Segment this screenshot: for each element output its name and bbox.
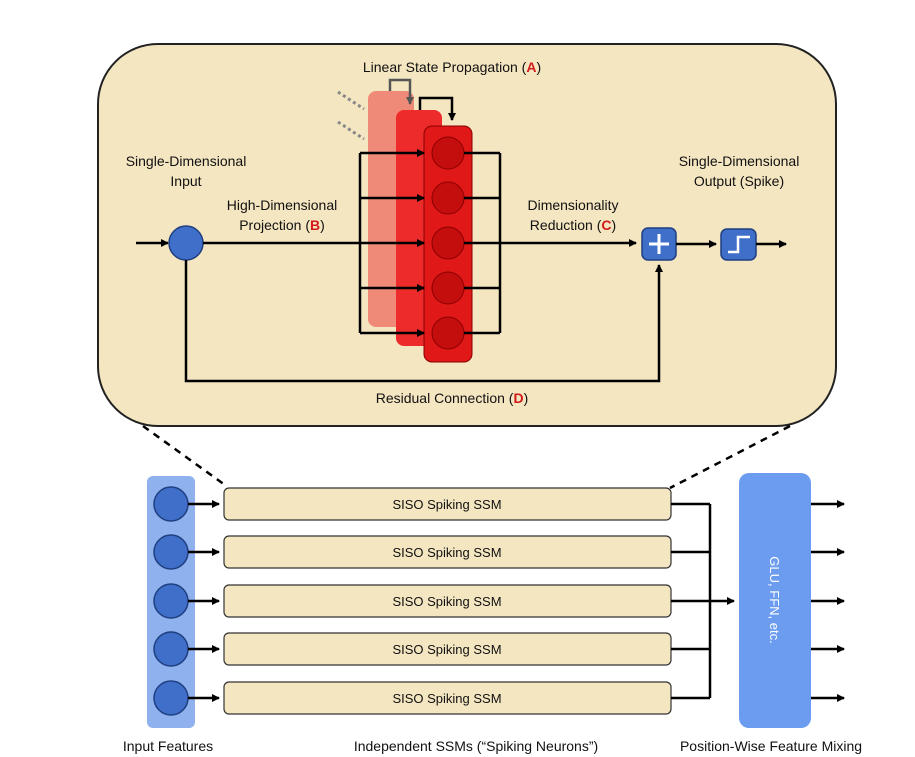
step-function-icon (728, 235, 750, 254)
label-input-line1: Single-Dimensional (126, 153, 247, 169)
state-neuron (431, 136, 465, 170)
label-projection-line1: High-Dimensional (227, 197, 338, 213)
feedback-arrow-front (418, 96, 456, 121)
ssm-row: SISO Spiking SSM (153, 583, 845, 619)
state-neuron (431, 316, 465, 350)
dotted-depth-1 (337, 90, 365, 111)
label-reduction-line1: Dimensionality (527, 197, 618, 213)
state-neurons (431, 136, 465, 350)
ssm-row: SISO Spiking SSM (153, 486, 845, 522)
mixer-label: GLU, FFN, etc. (767, 556, 782, 643)
label-residual: Residual Connection (D) (376, 390, 529, 406)
label-input-line2: Input (170, 173, 201, 189)
state-neuron (431, 271, 465, 305)
ssm-block-label: SISO Spiking SSM (392, 594, 501, 609)
state-neuron (431, 181, 465, 215)
input-feature-node (153, 486, 189, 522)
plus-icon (649, 234, 669, 254)
zoom-line-right (669, 424, 791, 490)
ssm-block-label: SISO Spiking SSM (392, 642, 501, 657)
residual-connection (184, 260, 663, 383)
reduction-lines (464, 151, 500, 335)
input-node (168, 225, 204, 261)
input-feature-node (153, 631, 189, 667)
input-feature-node (153, 680, 189, 716)
feedback-arrow-back (388, 78, 414, 105)
ssm-block-label: SISO Spiking SSM (392, 691, 501, 706)
label-output-line1: Single-Dimensional (679, 153, 800, 169)
ssm-block-label: SISO Spiking SSM (392, 545, 501, 560)
label-projection-line2: Projection (B) (239, 217, 325, 233)
input-feature-node (153, 534, 189, 570)
label-output-line2: Output (Spike) (694, 173, 784, 189)
zoom-line-left (142, 424, 226, 487)
ssm-row: SISO Spiking SSM (153, 631, 845, 667)
ssm-row: SISO Spiking SSM (153, 680, 845, 716)
label-linear-state-propagation: Linear State Propagation (A) (363, 59, 541, 75)
ssm-block-label: SISO Spiking SSM (392, 497, 501, 512)
caption-feature-mixing: Position-Wise Feature Mixing (680, 738, 862, 754)
caption-input-features: Input Features (123, 738, 213, 754)
ssm-row: SISO Spiking SSM (153, 534, 845, 570)
dotted-depth-2 (337, 120, 365, 141)
fanout-arrows (360, 149, 425, 337)
input-feature-node (153, 583, 189, 619)
state-neuron (431, 226, 465, 260)
label-reduction-line2: Reduction (C) (530, 217, 616, 233)
ssm-rows: SISO Spiking SSM SISO Spiking SSM SISO Spi… (153, 486, 845, 716)
caption-independent-ssms: Independent SSMs (“Spiking Neurons”) (354, 738, 598, 754)
mixer-block (739, 473, 811, 728)
